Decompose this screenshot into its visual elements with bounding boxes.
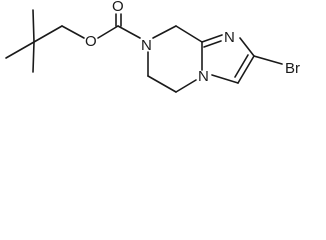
bond-c8a-to-n1-double-a (201, 34, 223, 43)
imidazole-ring (201, 34, 255, 84)
bond-n7-to-c8 (152, 25, 177, 39)
bond-tbu-c-methyl-top (32, 9, 35, 43)
carbamate-group (61, 13, 141, 39)
bond-c5-to-c6 (147, 75, 177, 93)
atom-label-bridgehead-nitrogen: N (198, 68, 209, 85)
bond-carbonyl-carbon-to-nitrogen (117, 25, 141, 39)
bond-tbu-c-methyl-bottom (32, 41, 35, 73)
bond-n1-to-c2 (239, 37, 255, 57)
atom-label-imine-nitrogen: N (224, 29, 235, 46)
bond-ester-oxygen-to-carbonyl-carbon (97, 25, 119, 39)
bond-tbu-c-methyl-right (33, 25, 63, 43)
bond-methyl-to-ester-oxygen (61, 25, 85, 39)
pyrazine-ring (147, 25, 203, 93)
bond-c2-to-c3-b (234, 54, 249, 78)
tert-butyl-group (5, 9, 63, 73)
bond-c8-to-c8a (175, 25, 203, 43)
bond-c3-to-n4 (211, 74, 239, 84)
structure-diagram: O O N N N Br (5, 0, 300, 93)
atom-label-bromine: Br (285, 60, 300, 77)
atom-label-nitrogen-7: N (141, 37, 152, 54)
atom-label-ester-oxygen: O (85, 33, 97, 50)
atom-label-carbonyl-oxygen: O (112, 0, 124, 15)
bond-c2-to-bromine (253, 55, 283, 65)
bond-c2-to-c3-a (237, 55, 255, 84)
bond-n4-to-c5 (175, 79, 197, 93)
bond-c8a-to-n1-double-b (203, 40, 222, 48)
bond-tbu-c-methyl-left (5, 41, 35, 59)
